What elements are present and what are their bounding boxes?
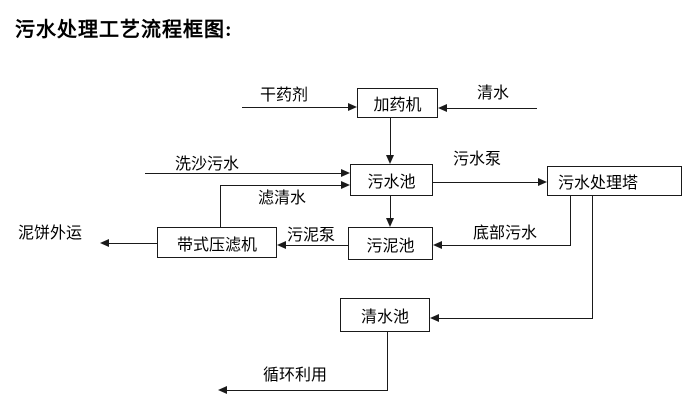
page-title: 污水处理工艺流程框图: (15, 19, 233, 41)
edge-wastewater-pump-line (433, 182, 538, 183)
edge-dosing-to-pool-line (390, 118, 391, 156)
label-dry-chemical: 干药剂 (260, 87, 309, 104)
edge-sludge-pump-line (286, 245, 348, 246)
arrow-left-icon (277, 241, 286, 249)
arrow-left-icon (438, 104, 447, 112)
edge-sand-washing-line (145, 173, 341, 174)
label-bottom-wastewater: 底部污水 (473, 225, 538, 242)
edge-filtered-water-hline (220, 185, 341, 186)
arrow-down-icon (386, 218, 394, 227)
edge-pool-to-sludge-line (390, 196, 391, 218)
label-sludge-pump: 污泥泵 (287, 227, 336, 244)
label-clean-water: 清水 (477, 85, 510, 102)
arrow-right-icon (341, 169, 350, 177)
node-clean-water-pool: 清水池 (340, 298, 430, 332)
edge-filtered-water-vline (220, 185, 221, 227)
edge-bottom-wastewater-hline (442, 245, 571, 246)
label-mud-cake-out: 泥饼外运 (18, 225, 83, 242)
arrow-down-icon (386, 155, 394, 164)
label-recycle-use: 循环利用 (263, 367, 328, 384)
arrow-right-icon (341, 181, 350, 189)
edge-dry-chemical-line (242, 107, 348, 108)
node-dosing-machine: 加药机 (357, 88, 438, 118)
node-sludge-pool: 污泥池 (348, 227, 433, 260)
arrow-left-icon (218, 386, 227, 394)
node-wastewater-pool: 污水池 (350, 164, 433, 196)
edge-recycle-vline (387, 332, 388, 390)
edge-recycle-hline (227, 390, 388, 391)
node-belt-filter-press: 带式压滤机 (157, 227, 277, 258)
label-filtered-water: 滤清水 (258, 190, 307, 207)
edge-tower-to-clean-hline (439, 318, 593, 319)
edge-tower-to-clean-vline (592, 196, 593, 318)
node-treatment-tower: 污水处理塔 (547, 166, 682, 196)
edge-clean-water-line (447, 108, 537, 109)
arrow-left-icon (100, 239, 109, 247)
arrow-left-icon (430, 314, 439, 322)
label-sand-washing-wastewater: 洗沙污水 (175, 156, 240, 173)
arrow-right-icon (348, 103, 357, 111)
arrow-left-icon (433, 241, 442, 249)
edge-bottom-wastewater-vline (570, 196, 571, 245)
edge-mud-cake-line (109, 243, 157, 244)
label-wastewater-pump: 污水泵 (453, 151, 502, 168)
arrow-right-icon (538, 178, 547, 186)
